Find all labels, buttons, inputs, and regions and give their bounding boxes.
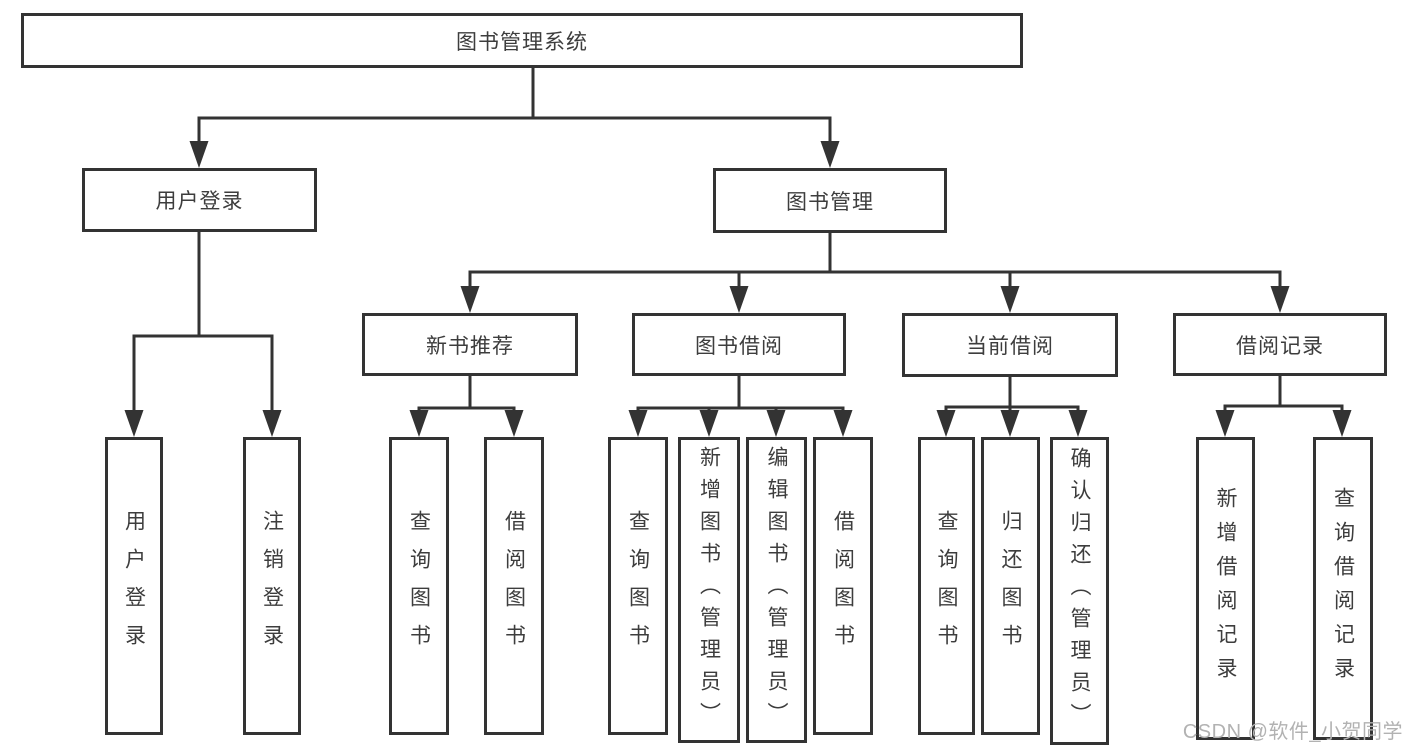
node-label: 新增图书（管理员）	[697, 446, 721, 734]
node-nb-query-books: 查询图书	[389, 437, 449, 735]
node-user-login: 用户登录	[82, 168, 317, 232]
arrowhead-new-books	[460, 286, 480, 313]
node-user-login-leaf: 用户登录	[105, 437, 163, 735]
node-library-management-system: 图书管理系统	[21, 13, 1023, 68]
node-label: 当前借阅	[966, 335, 1054, 358]
node-cb-confirm-return-admin: 确认归还（管理员）	[1050, 437, 1109, 745]
arrowhead-cb-query	[936, 410, 956, 437]
arrowhead-ul-login	[124, 410, 144, 437]
csdn-watermark: CSDN @软件_小贺同学	[1182, 721, 1403, 743]
node-bb-add-books-admin: 新增图书（管理员）	[678, 437, 740, 743]
arrowhead-book-mgmt	[820, 141, 840, 168]
node-label: 新增借阅记录	[1214, 486, 1237, 691]
arrowhead-current-borrow	[1000, 286, 1020, 313]
node-current-borrowing: 当前借阅	[902, 313, 1118, 377]
node-br-query-record: 查询借阅记录	[1313, 437, 1373, 740]
arrowhead-cb-return	[1000, 410, 1020, 437]
node-label: 新书推荐	[426, 334, 514, 358]
node-label: 注销登录	[260, 510, 284, 662]
arrowhead-br-query	[1332, 410, 1352, 437]
arrowhead-nb-query	[409, 410, 429, 437]
node-cb-return-books: 归还图书	[981, 437, 1040, 735]
arrowhead-bb-edit	[766, 410, 786, 437]
node-br-add-record: 新增借阅记录	[1196, 437, 1255, 740]
node-nb-borrow-books: 借阅图书	[484, 437, 544, 735]
node-label: 编辑图书（管理员）	[765, 446, 788, 734]
arrowhead-nb-borrow	[504, 410, 524, 437]
arrowhead-bb-query	[628, 410, 648, 437]
arrowhead-ul-logout	[262, 410, 282, 437]
node-bb-borrow-books: 借阅图书	[813, 437, 873, 735]
node-cb-query-books: 查询图书	[918, 437, 975, 735]
node-label: 用户登录	[122, 510, 146, 662]
node-book-management: 图书管理	[713, 168, 947, 233]
node-bb-edit-books-admin: 编辑图书（管理员）	[746, 437, 807, 743]
node-book-borrowing: 图书借阅	[632, 313, 846, 376]
node-label: 图书借阅	[695, 334, 783, 358]
node-label: 借阅记录	[1236, 334, 1324, 358]
node-label: 查询图书	[407, 510, 431, 662]
node-label: 归还图书	[999, 510, 1022, 662]
node-new-book-recommend: 新书推荐	[362, 313, 578, 376]
arrowhead-bb-add	[699, 410, 719, 437]
arrowhead-borrow-records	[1270, 286, 1290, 313]
arrowhead-cb-confirm	[1068, 410, 1088, 437]
node-label: 借阅图书	[831, 510, 855, 662]
node-label: 查询图书	[626, 510, 650, 662]
node-borrowing-records: 借阅记录	[1173, 313, 1387, 376]
node-label: 图书管理系统	[456, 30, 588, 54]
node-bb-query-books: 查询图书	[608, 437, 668, 735]
node-label: 图书管理	[786, 190, 874, 214]
arrowhead-br-add	[1215, 410, 1235, 437]
arrowhead-book-borrow	[729, 286, 749, 313]
node-label: 查询图书	[935, 510, 958, 662]
node-label: 查询借阅记录	[1331, 486, 1355, 691]
node-label: 用户登录	[155, 190, 244, 213]
node-label: 借阅图书	[502, 510, 526, 662]
node-logout: 注销登录	[243, 437, 301, 735]
arrowhead-user-login	[189, 141, 209, 168]
node-label: 确认归还（管理员）	[1068, 447, 1091, 735]
arrowhead-bb-borrow	[833, 410, 853, 437]
